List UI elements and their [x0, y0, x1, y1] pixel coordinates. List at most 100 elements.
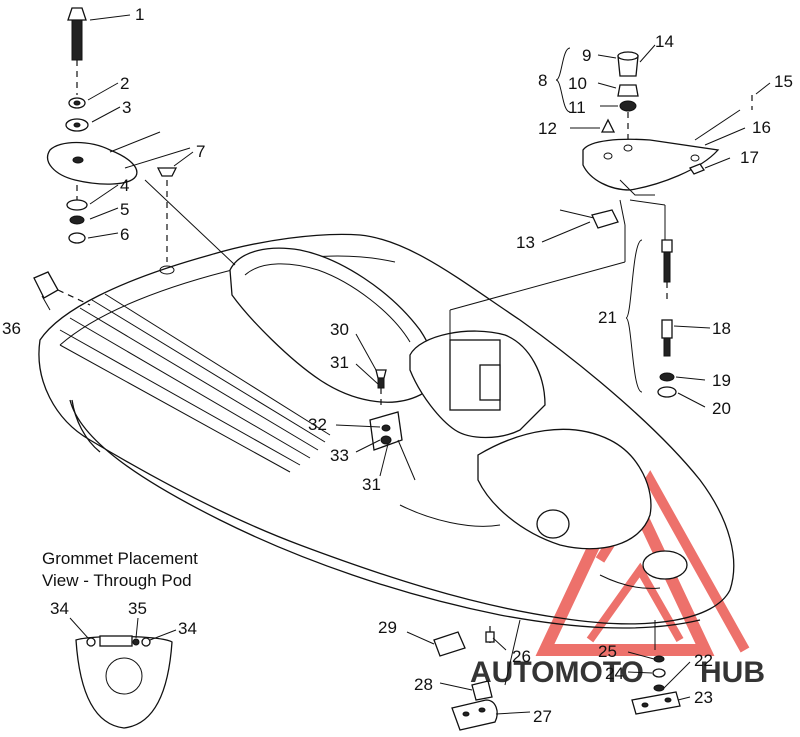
callout-4: 4	[120, 176, 129, 195]
callout-17: 17	[740, 148, 759, 167]
hull-outline	[38, 233, 735, 625]
callout-5: 5	[120, 200, 129, 219]
callout-9: 9	[582, 46, 591, 65]
mount-bracket	[47, 141, 138, 185]
watermark-text-b: HUB	[700, 656, 765, 689]
nut-6	[68, 232, 86, 244]
callout-28: 28	[414, 675, 433, 694]
callout-24: 24	[605, 664, 624, 683]
washer-20	[657, 386, 677, 398]
watermark-text: AUTOMOTO HUB	[470, 656, 765, 689]
callout-23: 23	[694, 688, 713, 707]
brace-21	[625, 239, 643, 393]
nut-25	[653, 655, 665, 663]
callout-36: 36	[2, 319, 21, 338]
callout-11: 11	[568, 98, 586, 117]
nut-19	[659, 372, 675, 382]
grommet-inset	[75, 635, 173, 729]
washer-24	[652, 668, 666, 678]
footwell	[477, 428, 652, 550]
callout-35: 35	[128, 599, 147, 618]
hull-contour	[399, 504, 501, 527]
bracket-27	[451, 699, 498, 731]
hull-lower-edge	[69, 399, 701, 629]
callout-31a: 31	[330, 353, 349, 372]
callout-15: 15	[774, 72, 793, 91]
inset-gauge-hole	[105, 657, 143, 695]
callout-21: 21	[598, 308, 617, 327]
callout-14: 14	[655, 32, 674, 51]
screw-26	[485, 631, 495, 643]
callout-34a: 34	[50, 599, 69, 618]
stud-stack-left	[47, 7, 191, 244]
cable-fitting-18	[661, 319, 673, 339]
hull-contour-2	[599, 574, 661, 589]
washer-33	[380, 435, 392, 445]
seat-pad-inner	[244, 263, 411, 343]
inset-caption: Grommet Placement View - Through Pod	[42, 549, 198, 590]
callout-13: 13	[516, 233, 535, 252]
callout-10: 10	[568, 74, 587, 93]
callout-30: 30	[330, 320, 349, 339]
stud-12	[600, 118, 616, 133]
inset-grommet-34-right	[141, 637, 151, 647]
callout-labels: 1 2 3 4 5 6 7 8 9 10 11 12 13 14 15 16 1…	[2, 5, 793, 726]
stud-shaft	[71, 19, 83, 61]
cap-10	[617, 84, 639, 97]
callout-26: 26	[512, 647, 531, 666]
callout-20: 20	[712, 399, 731, 418]
inset-grommet-34-left	[86, 637, 96, 647]
watermark-text-a: AUTOMOTO	[470, 656, 644, 689]
callout-29: 29	[378, 618, 397, 637]
callout-8: 8	[538, 71, 547, 90]
leader-lines	[41, 14, 771, 715]
hull-access-hole	[536, 509, 570, 539]
callout-33: 33	[330, 446, 349, 465]
callout-3: 3	[122, 98, 131, 117]
nut-11	[619, 100, 637, 112]
callout-31b: 31	[362, 475, 381, 494]
inset-slot-35	[99, 635, 133, 647]
callout-27: 27	[533, 707, 552, 726]
callout-25: 25	[598, 642, 617, 661]
callout-2: 2	[120, 74, 129, 93]
brace-8	[555, 47, 571, 113]
washer-4	[66, 199, 88, 211]
grip-mat	[59, 293, 331, 473]
hood-port	[642, 550, 688, 580]
bottom-parts	[433, 619, 681, 731]
lockwasher-5	[69, 215, 85, 225]
callout-22: 22	[694, 651, 713, 670]
nut-22	[653, 684, 665, 692]
pad-13	[591, 209, 619, 229]
callout-12: 12	[538, 119, 557, 138]
pod-window	[479, 364, 501, 401]
callout-19: 19	[712, 371, 731, 390]
callout-1: 1	[135, 5, 144, 24]
inset-caption-line2: View - Through Pod	[42, 571, 192, 590]
plate-16	[582, 138, 720, 191]
cable-assembly	[625, 239, 677, 398]
drain-plug-36	[33, 271, 91, 306]
callout-18: 18	[712, 319, 731, 338]
clip-17	[689, 163, 705, 175]
inset-pod-outline	[75, 635, 173, 729]
grommet-7	[156, 167, 178, 177]
inset-caption-line1: Grommet Placement	[42, 549, 198, 568]
screw-30	[375, 369, 387, 379]
decal-29	[433, 631, 466, 657]
callout-32: 32	[308, 415, 327, 434]
watermark-triangle-mid	[586, 562, 684, 643]
callout-34b: 34	[178, 619, 197, 638]
grommet-7-group	[144, 167, 236, 275]
bracket-23	[631, 691, 681, 715]
top-right-assembly	[449, 47, 753, 340]
stud-tip	[67, 7, 87, 21]
callout-16: 16	[752, 118, 771, 137]
hull-assembly	[38, 233, 735, 629]
clip-28	[471, 680, 493, 701]
callout-6: 6	[120, 225, 129, 244]
callout-7: 7	[196, 142, 205, 161]
